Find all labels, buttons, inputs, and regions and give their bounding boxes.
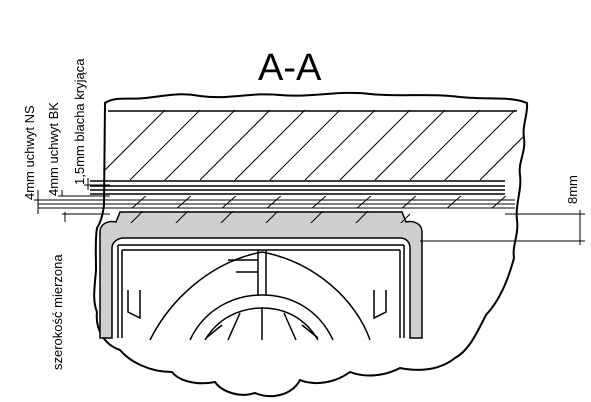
label-bk-bracket: 4mm uchwyt BK [46,102,61,196]
reflector-fan [189,294,334,341]
lamp-housing-arc [149,251,371,341]
plate-hatch [131,196,507,208]
trim-bezel [99,211,423,339]
label-cover-sheet: 1,5mm blacha kryjąca [72,58,87,185]
bracket-layers [38,180,515,209]
wall-outline [93,91,529,398]
inner-frame [117,244,405,338]
section-title: A-A [258,47,322,89]
lamp-stem [228,250,267,295]
wall-hatch [105,109,527,181]
spring-clips [127,290,387,320]
label-ns-bracket: 4mm uchwyt NS [22,105,37,200]
bezel-hatch [130,211,410,223]
label-right-dimension: 8mm [565,175,580,204]
dimension-leaders [34,178,110,222]
right-dimension [420,210,585,245]
label-measured-width: szerokość mierzona [50,254,65,370]
